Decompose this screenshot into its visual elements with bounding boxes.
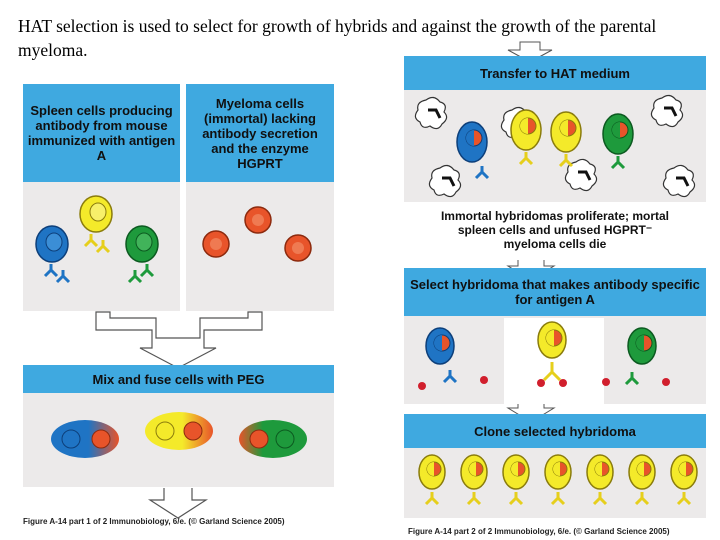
clone-label: Clone selected hybridoma — [404, 414, 706, 448]
fused-cells-illustration — [51, 412, 307, 458]
spleen-cells-illustration — [35, 195, 159, 284]
fused-green-cell-icon — [239, 420, 307, 458]
antigen-icon — [602, 378, 610, 386]
cloned-hybridoma-icon — [418, 454, 446, 506]
cloned-hybridoma-icon — [627, 453, 657, 506]
dying-cell-icon — [662, 164, 696, 198]
myeloma-cell-icon — [284, 234, 312, 262]
spleen-cells-label: Spleen cells producing antibody from mou… — [23, 84, 180, 182]
clone-illustration — [418, 453, 699, 506]
antigen-icon — [480, 376, 488, 384]
fused-blue-cell-icon — [51, 420, 119, 458]
antigen-icon — [418, 382, 426, 390]
blue-hybridoma-icon — [456, 121, 490, 180]
yellow-b-cell-icon — [79, 195, 113, 254]
fusion-label: Mix and fuse cells with PEG — [23, 365, 334, 393]
fused-yellow-cell-icon — [145, 412, 213, 450]
figure-caption-part2: Figure A-14 part 2 of 2 Immunobiology, 6… — [408, 527, 670, 536]
dying-cell-icon — [428, 164, 462, 198]
cloned-hybridoma-icon — [459, 453, 489, 506]
yellow-hybridoma-icon — [550, 111, 582, 168]
yellow-hybridoma-icon — [510, 109, 542, 166]
blue-b-cell-icon — [35, 225, 71, 284]
yellow-hybridoma-icon — [537, 321, 567, 382]
myeloma-cell-icon — [244, 206, 272, 234]
hat-medium-illustration — [414, 94, 696, 198]
figure-caption-part1: Figure A-14 part 1 of 2 Immunobiology, 6… — [23, 517, 285, 526]
antigen-icon — [662, 378, 670, 386]
hat-medium-label: Transfer to HAT medium — [404, 56, 706, 90]
select-illustration — [418, 318, 670, 404]
myeloma-cells-label: Myeloma cells (immortal) lacking antibod… — [186, 84, 334, 182]
proliferate-note: Immortal hybridomas proliferate; mortal … — [404, 202, 706, 258]
myeloma-cells-panel: Myeloma cells (immortal) lacking antibod… — [186, 84, 334, 311]
green-b-cell-icon — [125, 225, 159, 284]
antigen-bound-icon — [537, 379, 545, 387]
dying-cell-icon — [414, 96, 448, 130]
dying-cell-icon — [564, 158, 598, 192]
antigen-bound-icon — [559, 379, 567, 387]
select-label: Select hybridoma that makes antibody spe… — [404, 268, 706, 316]
dying-cell-icon — [650, 94, 684, 128]
green-hybridoma-icon — [624, 327, 657, 386]
green-hybridoma-icon — [602, 113, 634, 170]
slide-heading: HAT selection is used to select for grow… — [18, 16, 657, 60]
cloned-hybridoma-icon — [501, 453, 531, 506]
cloned-hybridoma-icon — [669, 453, 699, 506]
blue-hybridoma-icon — [425, 327, 458, 384]
myeloma-cells-illustration — [202, 206, 312, 262]
cloned-hybridoma-icon — [543, 453, 573, 506]
myeloma-cell-icon — [202, 230, 230, 258]
cloned-hybridoma-icon — [585, 453, 615, 506]
